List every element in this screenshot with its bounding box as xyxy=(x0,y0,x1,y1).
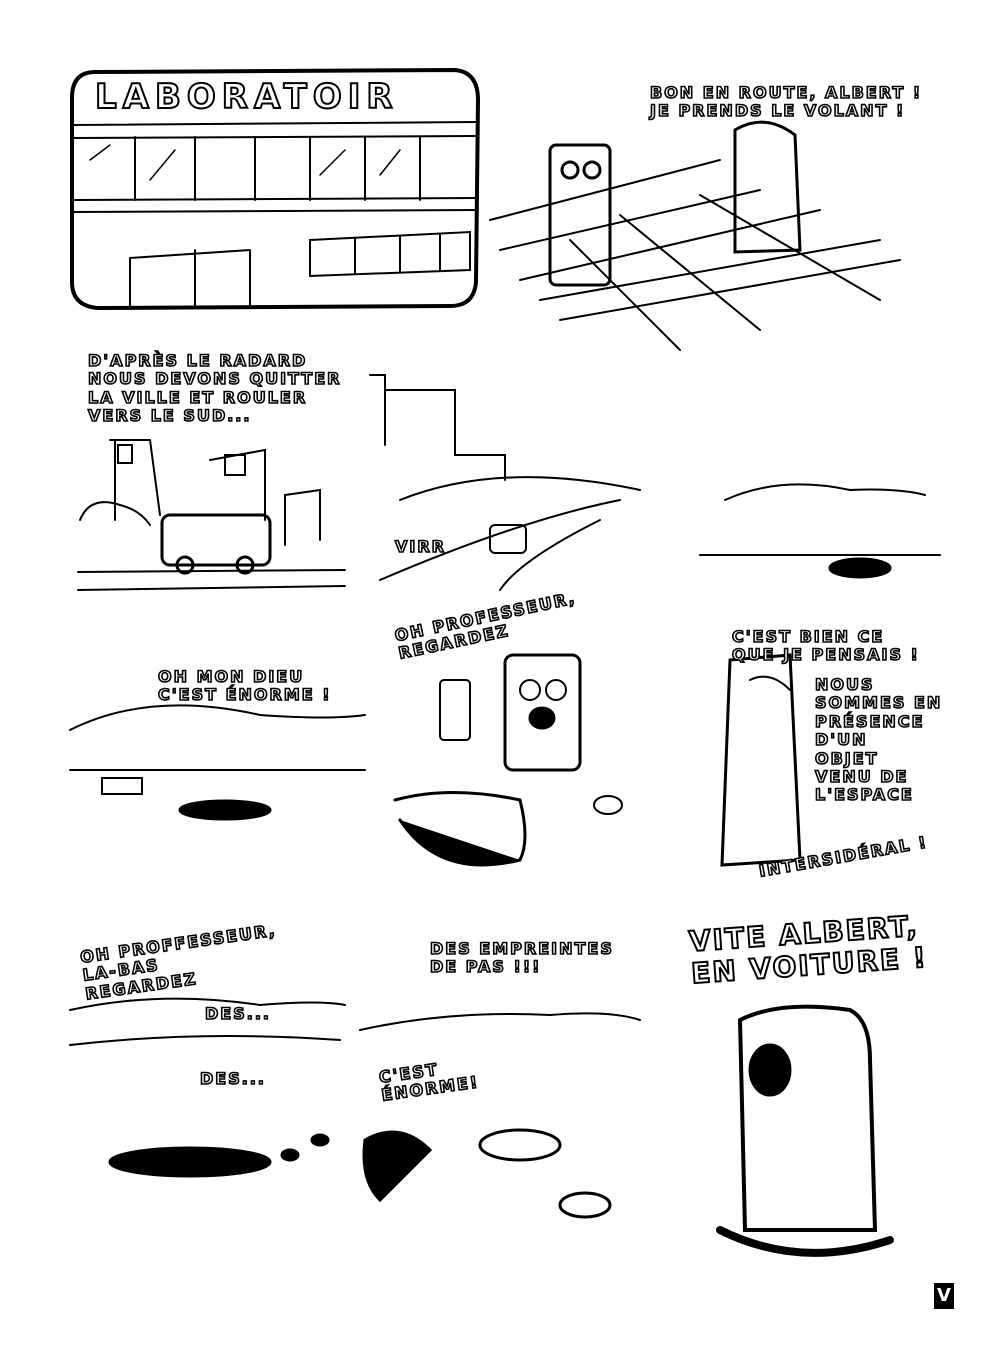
panel-10-footprint xyxy=(359,1012,641,1219)
panel-8-albert xyxy=(720,653,802,867)
speech-bubble: DES... xyxy=(199,1068,266,1088)
panel-9-footprints xyxy=(69,997,346,1178)
panel-4-road-leaving-city xyxy=(369,374,641,591)
caption: D'APRÈS LE RADARD NOUS DEVONS QUITTER LA… xyxy=(87,351,342,426)
panel-3-city-bus xyxy=(77,439,346,591)
speech-bubble: BON EN ROUTE, ALBERT ! JE PRENDS LE VOLA… xyxy=(649,83,923,121)
sound-effect: VIRR xyxy=(394,536,446,556)
panel-1-laboratory xyxy=(70,67,481,311)
laboratory-sign: LABORATOIR xyxy=(94,76,399,117)
panel-5-desert-crater xyxy=(699,483,941,579)
page-number: V xyxy=(934,1283,954,1309)
panel-7-professor xyxy=(393,653,623,867)
speech-bubble: NOUS SOMMES EN PRÉSENCE D'UN OBJET VENU … xyxy=(814,675,943,805)
panel-11-albert-shouting xyxy=(716,1004,894,1257)
speech-bubble: C'EST BIEN CE QUE JE PENSAIS ! xyxy=(731,627,920,665)
speech-bubble: OH MON DIEU C'EST ÉNORME ! xyxy=(157,667,332,705)
speech-bubble: DES EMPREINTES DE PAS !!! xyxy=(429,939,614,977)
panel-6-crater xyxy=(69,704,366,821)
panel-2-street xyxy=(489,120,901,351)
speech-bubble: DES... xyxy=(204,1003,271,1023)
